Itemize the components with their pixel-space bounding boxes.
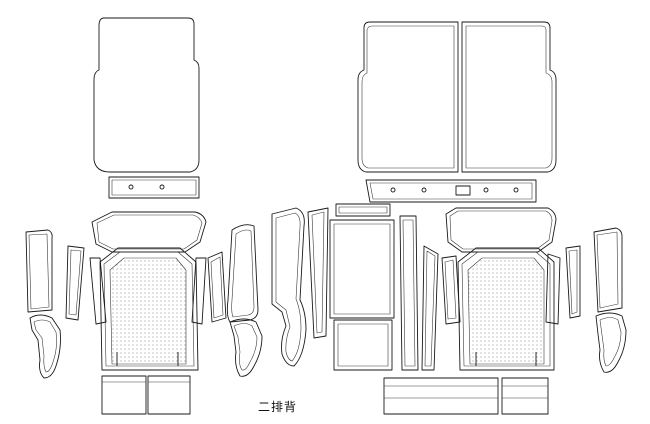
center-top-strip xyxy=(335,203,391,217)
center-narrow-panel xyxy=(307,207,329,339)
right-bottom-panels xyxy=(383,377,549,415)
far-left-bolster xyxy=(25,229,61,379)
center-main-tall xyxy=(329,219,395,371)
right-seatback-left xyxy=(357,21,459,173)
left-side-strips xyxy=(89,251,227,325)
left-top-cover xyxy=(91,211,207,253)
left-bottom-panels xyxy=(101,375,191,415)
left-hinge-strip xyxy=(108,176,200,199)
left-seatback-panel xyxy=(93,17,200,173)
center-curved-panel xyxy=(271,207,307,367)
right-seatback-right xyxy=(461,21,557,173)
left-center-cushion xyxy=(99,247,199,371)
right-narrow-strip xyxy=(565,245,581,319)
center-strip-a xyxy=(399,215,419,371)
right-top-cover xyxy=(445,207,557,253)
right-side-strips xyxy=(441,253,561,325)
right-hinge-strip xyxy=(365,179,537,203)
left-bolster-outer xyxy=(226,224,263,377)
drawing-caption: 二排背 xyxy=(258,400,298,414)
right-center-cushion xyxy=(457,247,555,371)
left-narrow-strip xyxy=(65,245,85,321)
far-right-bolster xyxy=(593,227,627,373)
center-strip-b xyxy=(421,245,439,371)
